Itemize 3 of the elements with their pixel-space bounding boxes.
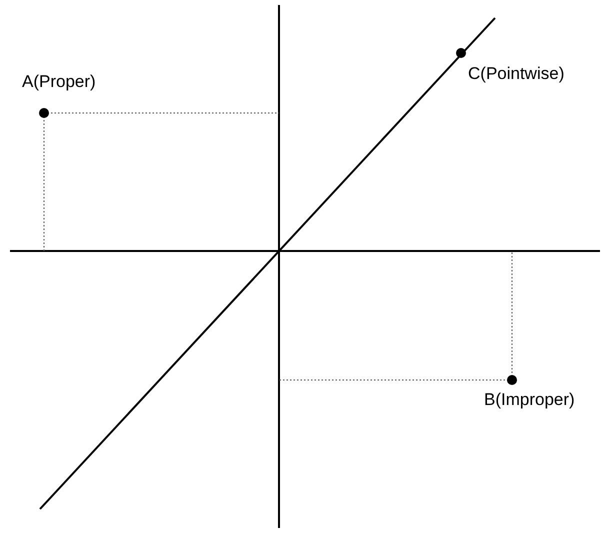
point-label: B(Improper) bbox=[484, 390, 575, 410]
point-label: C(Pointwise) bbox=[468, 64, 564, 84]
point-label: A(Proper) bbox=[22, 72, 96, 92]
